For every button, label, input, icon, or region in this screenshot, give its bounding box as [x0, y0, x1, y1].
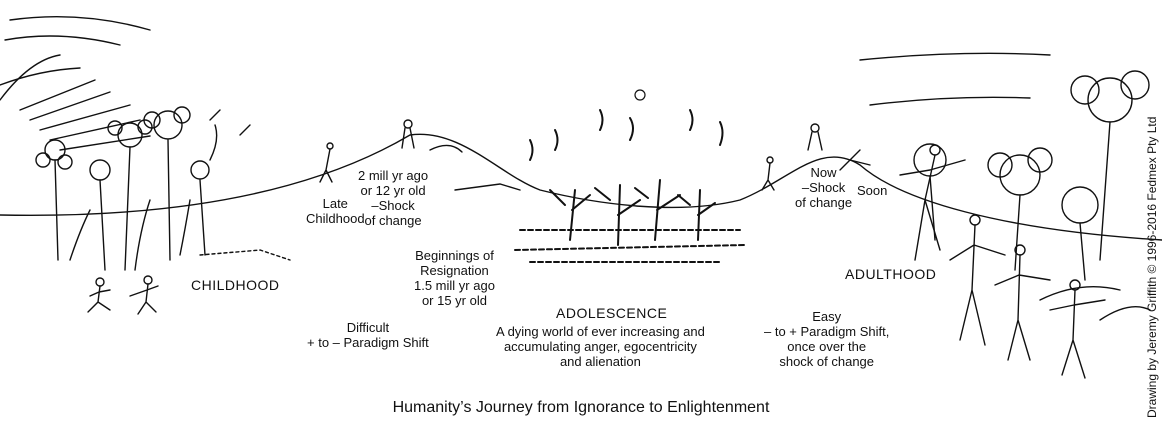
adolescence-trees — [515, 90, 745, 262]
late-childhood-label: LateChildhood — [306, 196, 365, 226]
late-childhood-figure — [320, 143, 333, 182]
two-million-years-label: 2 mill yr agoor 12 yr old–Shockof change — [358, 168, 428, 228]
resignation-label: Beginnings ofResignation1.5 mill yr agoo… — [414, 248, 495, 308]
now-label: Now–Shockof change — [795, 165, 852, 210]
figure-caption: Humanity’s Journey from Ignorance to Enl… — [0, 399, 1162, 417]
childhood-stage-label: CHILDHOOD — [191, 277, 280, 293]
adolescence-stage-label: ADOLESCENCE — [556, 305, 667, 321]
childhood-flowers — [36, 107, 250, 270]
difficult-shift-label: Difficult+ to – Paradigm Shift — [307, 320, 429, 350]
sun-rays-left — [0, 17, 150, 150]
copyright-credit: Drawing by Jeremy Griffith © 1996-2016 F… — [1145, 117, 1159, 418]
adulthood-stage-label: ADULTHOOD — [845, 266, 936, 282]
adolescence-description: A dying world of ever increasing andaccu… — [496, 324, 705, 369]
easy-shift-label: Easy– to + Paradigm Shift,once over thes… — [764, 309, 889, 369]
hill-path — [0, 134, 1162, 240]
soon-label: Soon — [857, 183, 887, 198]
